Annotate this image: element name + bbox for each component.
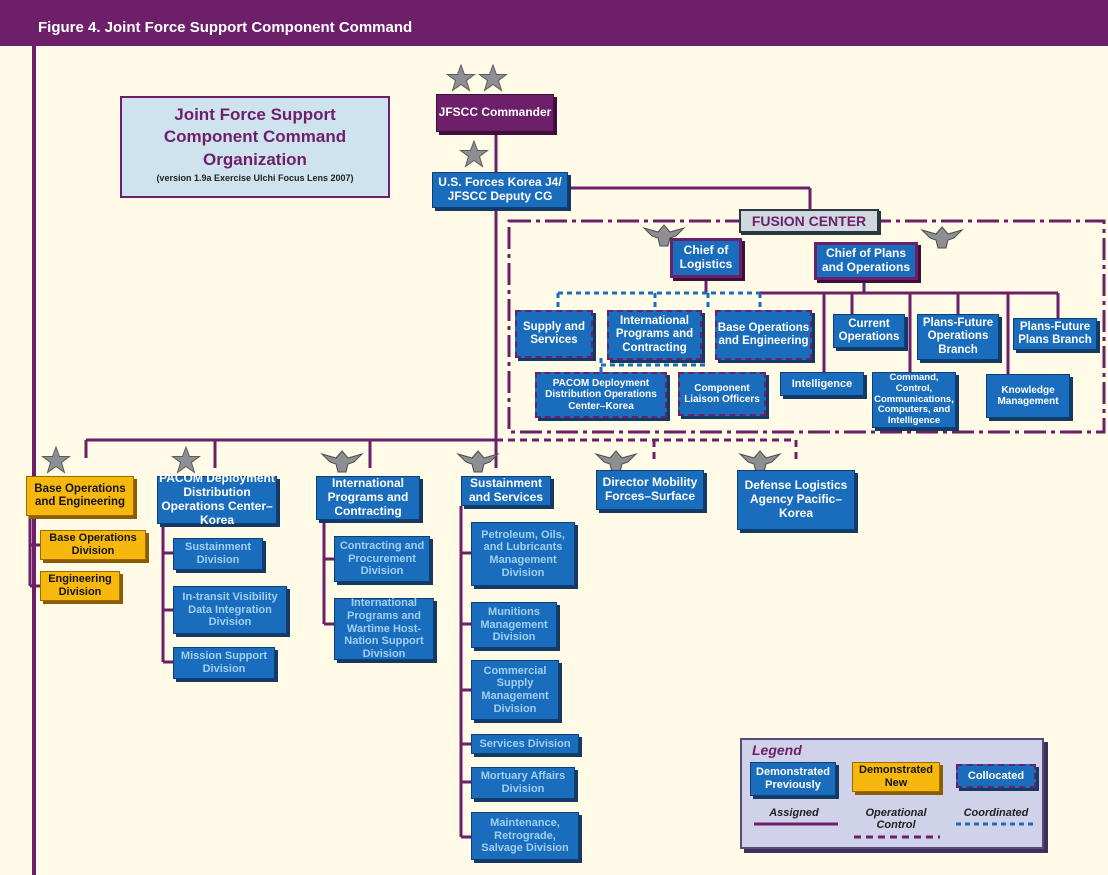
dla-pacific-korea-box: Defense Logistics Agency Pacific–Korea xyxy=(737,470,855,530)
legend-demonstrated-new: Demonstrated New xyxy=(852,762,940,792)
director-mobility-box: Director Mobility Forces–Surface xyxy=(596,470,704,510)
chief-of-logistics-box: Chief of Logistics xyxy=(670,238,742,278)
intl-programs-fc-box: International Programs and Contracting xyxy=(607,310,702,360)
sustainment-division-box: Sustainment Division xyxy=(173,538,263,570)
intelligence-box: Intelligence xyxy=(780,372,864,396)
in-transit-visibility-box: In-transit Visibility Data Integration D… xyxy=(173,586,287,634)
legend-coordinated-label: Coordinated xyxy=(963,807,1029,819)
commercial-supply-box: Commercial Supply Management Division xyxy=(471,660,559,720)
deputy-cg-box: U.S. Forces Korea J4/ JFSCC Deputy CG xyxy=(432,172,568,208)
base-ops-eng-box: Base Operations and Engineering xyxy=(26,476,134,516)
knowledge-management-box: Knowledge Management xyxy=(986,374,1070,418)
colonel-eagle-insignia-icon xyxy=(456,450,500,473)
legend-title: Legend xyxy=(752,742,802,758)
jfscc-commander-box: JFSCC Commander xyxy=(436,94,554,132)
colonel-eagle-insignia-icon xyxy=(320,450,364,473)
colonel-eagle-insignia-icon xyxy=(920,226,964,249)
c4i-box: Command, Control, Communications, Comput… xyxy=(872,372,956,428)
two-star-insignia-icon xyxy=(446,64,508,92)
supply-services-box: Supply and Services xyxy=(515,310,593,358)
colonel-eagle-insignia-icon xyxy=(594,450,638,473)
maintenance-retrograde-box: Maintenance, Retrograde, Salvage Divisio… xyxy=(471,812,579,860)
figure-header: Figure 4. Joint Force Support Component … xyxy=(0,0,1108,46)
legend: Legend Demonstrated Previously Demonstra… xyxy=(740,738,1044,849)
plans-future-plans-box: Plans-Future Plans Branch xyxy=(1013,318,1097,350)
legend-opcon-label: Operational Control xyxy=(865,807,927,832)
organization-title: Joint Force Support Component Command Or… xyxy=(163,105,347,169)
figure-title: Figure 4. Joint Force Support Component … xyxy=(38,19,413,36)
intl-programs-wartime-box: International Programs and Wartime Host-… xyxy=(334,597,434,660)
munitions-management-box: Munitions Management Division xyxy=(471,602,557,648)
legend-line-samples xyxy=(754,822,1036,839)
engineering-division-box: Engineering Division xyxy=(40,571,120,601)
colonel-eagle-insignia-icon xyxy=(642,224,686,247)
organization-version: (version 1.9a Exercise Ulchi Focus Lens … xyxy=(156,173,354,184)
one-star-insignia-icon xyxy=(41,446,71,474)
current-operations-box: Current Operations xyxy=(833,314,905,348)
component-liaison-box: Component Liaison Officers xyxy=(678,372,766,416)
services-division-box: Services Division xyxy=(471,734,579,754)
intl-programs-box: International Programs and Contracting xyxy=(316,476,420,520)
one-star-insignia-icon xyxy=(459,140,489,168)
sustainment-services-box: Sustainment and Services xyxy=(461,476,551,506)
mission-support-division-box: Mission Support Division xyxy=(173,647,275,679)
organization-title-box: Joint Force Support Component Command Or… xyxy=(120,96,390,198)
frame-left-border xyxy=(32,46,36,875)
fusion-center-label: FUSION CENTER xyxy=(739,209,879,233)
base-ops-division-box: Base Operations Division xyxy=(40,530,146,560)
plans-future-ops-box: Plans-Future Operations Branch xyxy=(917,314,999,360)
chief-of-plans-box: Chief of Plans and Operations xyxy=(814,242,918,280)
legend-collocated: Collocated xyxy=(956,764,1036,788)
one-star-insignia-icon xyxy=(171,446,201,474)
legend-demonstrated-previously: Demonstrated Previously xyxy=(750,762,836,796)
mortuary-affairs-box: Mortuary Affairs Division xyxy=(471,767,575,799)
base-ops-eng-fc-box: Base Operations and Engineering xyxy=(715,310,812,360)
pacom-ddoc-fc-box: PACOM Deployment Distribution Operations… xyxy=(535,372,667,418)
contracting-procurement-box: Contracting and Procurement Division xyxy=(334,536,430,582)
pol-management-box: Petroleum, Oils, and Lubricants Manageme… xyxy=(471,522,575,586)
colonel-eagle-insignia-icon xyxy=(738,450,782,473)
pacom-ddoc-box: PACOM Deployment Distribution Operations… xyxy=(157,472,277,527)
legend-assigned-label: Assigned xyxy=(769,807,819,819)
